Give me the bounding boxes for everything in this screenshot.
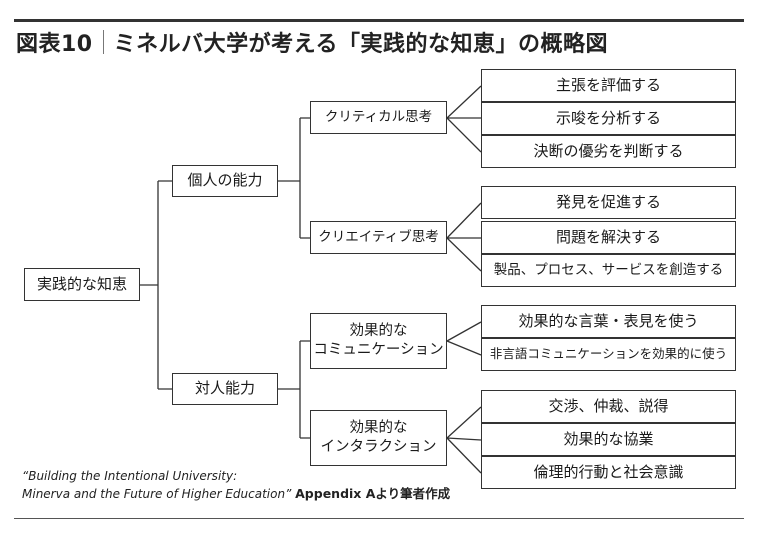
- source-citation: “Building the Intentional University: Mi…: [22, 468, 450, 504]
- node-creative-thinking: クリエイティブ思考: [310, 221, 447, 254]
- leaf-facilitate-discovery: 発見を促進する: [481, 186, 736, 219]
- node-effective-communication-line2: コミュニケーション: [313, 342, 444, 358]
- title-separator: [102, 30, 104, 54]
- node-effective-communication-line1: 効果的な: [349, 323, 408, 340]
- connector-communication: [446, 321, 482, 356]
- connector-critical: [446, 85, 482, 153]
- connector-individual: [278, 117, 310, 239]
- leaf-effective-collaboration: 効果的な協業: [481, 423, 736, 456]
- connector-interaction: [446, 406, 482, 474]
- connector-creative: [446, 202, 482, 272]
- source-line2-italic: Minerva and the Future of Higher Educati…: [22, 487, 292, 502]
- bottom-rule: [14, 518, 744, 519]
- leaf-create-products: 製品、プロセス、サービスを創造する: [481, 254, 736, 287]
- leaf-effective-language: 効果的な言葉・表見を使う: [481, 305, 736, 338]
- figure-number: 図表10: [16, 32, 93, 57]
- leaf-evaluate-claims: 主張を評価する: [481, 69, 736, 102]
- node-individual-ability: 個人の能力: [172, 165, 278, 197]
- node-interpersonal-ability: 対人能力: [172, 373, 278, 405]
- leaf-analyze-inferences: 示唆を分析する: [481, 102, 736, 135]
- node-effective-interaction-line2: インタラクション: [320, 439, 437, 455]
- leaf-nonverbal-communication: 非言語コミュニケーションを効果的に使う: [481, 338, 736, 371]
- leaf-ethics-social-awareness: 倫理的行動と社会意識: [481, 456, 736, 489]
- top-rule: [14, 19, 744, 22]
- leaf-weigh-decisions: 決断の優劣を判断する: [481, 135, 736, 168]
- connector-interpersonal: [278, 340, 310, 439]
- source-line1: “Building the Intentional University:: [22, 469, 238, 483]
- node-effective-interaction-line1: 効果的な: [349, 420, 408, 437]
- connector-root: [140, 180, 172, 390]
- leaf-solve-problems: 問題を解決する: [481, 221, 736, 254]
- source-line2: Minerva and the Future of Higher Educati…: [22, 485, 450, 503]
- figure-title: 図表10 ミネルバ大学が考える「実践的な知恵」の概略図: [16, 26, 608, 58]
- leaf-negotiate-mediate-persuade: 交渉、仲裁、説得: [481, 390, 736, 423]
- node-effective-communication: 効果的な コミュニケーション: [310, 313, 447, 369]
- figure-title-text: ミネルバ大学が考える「実践的な知恵」の概略図: [113, 32, 608, 57]
- root-node: 実践的な知恵: [24, 268, 140, 301]
- source-line2-rest: Appendix Aより筆者作成: [295, 486, 451, 502]
- node-critical-thinking: クリティカル思考: [310, 101, 447, 134]
- node-effective-interaction: 効果的な インタラクション: [310, 410, 447, 466]
